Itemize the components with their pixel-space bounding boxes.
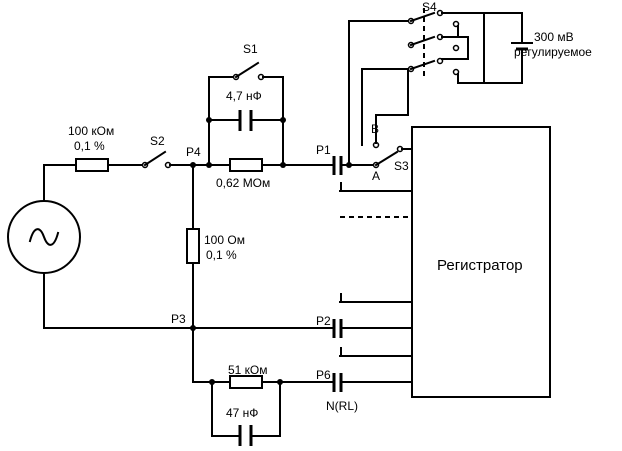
wire-s4-1 xyxy=(348,20,409,166)
wire-battery-bottom xyxy=(483,48,523,84)
junction xyxy=(206,162,212,168)
label-s4: S4 xyxy=(422,0,437,14)
wire-source-top xyxy=(43,164,77,202)
wire-ground xyxy=(43,272,333,329)
resistor-100-ohm xyxy=(186,228,200,264)
wire-battery-top xyxy=(483,12,523,44)
switch-s2-blade xyxy=(143,150,167,167)
junction xyxy=(280,117,286,123)
junction xyxy=(277,379,283,385)
switch-s4-blade-1 xyxy=(409,11,436,23)
label-r-062: 0,62 МОм xyxy=(216,176,270,190)
label-a: A xyxy=(372,169,380,183)
label-s1: S1 xyxy=(243,42,258,56)
label-r-shunt-value: 100 Ом xyxy=(204,233,245,247)
label-battery-value: 300 мВ xyxy=(534,30,574,44)
label-p3: P3 xyxy=(171,312,186,326)
label-b: B xyxy=(371,122,379,136)
resistor-100k xyxy=(75,158,109,172)
wire-terminal-b-up xyxy=(375,68,409,116)
node-p3 xyxy=(190,325,196,331)
switch-s4-contact xyxy=(452,44,460,52)
wire-s1-left xyxy=(208,76,234,166)
label-c2: 47 нФ xyxy=(226,406,258,420)
label-p4: P4 xyxy=(186,145,201,159)
switch-s4-blade-2 xyxy=(409,35,436,47)
wire-s1-right xyxy=(262,76,284,166)
label-p6: P6 xyxy=(316,368,331,382)
wire-s4-battery-a xyxy=(441,12,485,84)
label-s3: S3 xyxy=(394,159,409,173)
switch-s1-blade xyxy=(234,61,260,79)
label-r-series-value: 100 кОм xyxy=(68,124,114,138)
junction xyxy=(346,162,352,168)
switch-s3-blade xyxy=(374,150,399,167)
wire-s4-2 xyxy=(361,68,409,146)
label-s2: S2 xyxy=(150,134,165,148)
resistor-51k xyxy=(229,375,263,389)
wire-c2-right xyxy=(250,381,281,437)
label-r-series-tol: 0,1 % xyxy=(74,139,105,153)
label-recorder: Регистратор xyxy=(437,257,523,274)
wire-s4-battery-b xyxy=(441,36,469,60)
label-p2: P2 xyxy=(316,314,331,328)
switch-s4-blade-3 xyxy=(409,59,436,71)
junction xyxy=(280,162,286,168)
resistor-062m xyxy=(229,158,263,172)
label-r-shunt-tol: 0,1 % xyxy=(206,248,237,262)
wire-c2-left xyxy=(211,381,241,437)
label-p1: P1 xyxy=(316,143,331,157)
label-battery-note: регулируемое xyxy=(514,45,592,59)
label-nrl: N(RL) xyxy=(326,399,358,413)
recorder-box xyxy=(411,126,551,398)
label-c1: 4,7 нФ xyxy=(226,89,262,103)
junction xyxy=(209,379,215,385)
junction xyxy=(206,117,212,123)
label-r-51k: 51 кОм xyxy=(228,363,268,377)
ac-source xyxy=(7,200,81,274)
